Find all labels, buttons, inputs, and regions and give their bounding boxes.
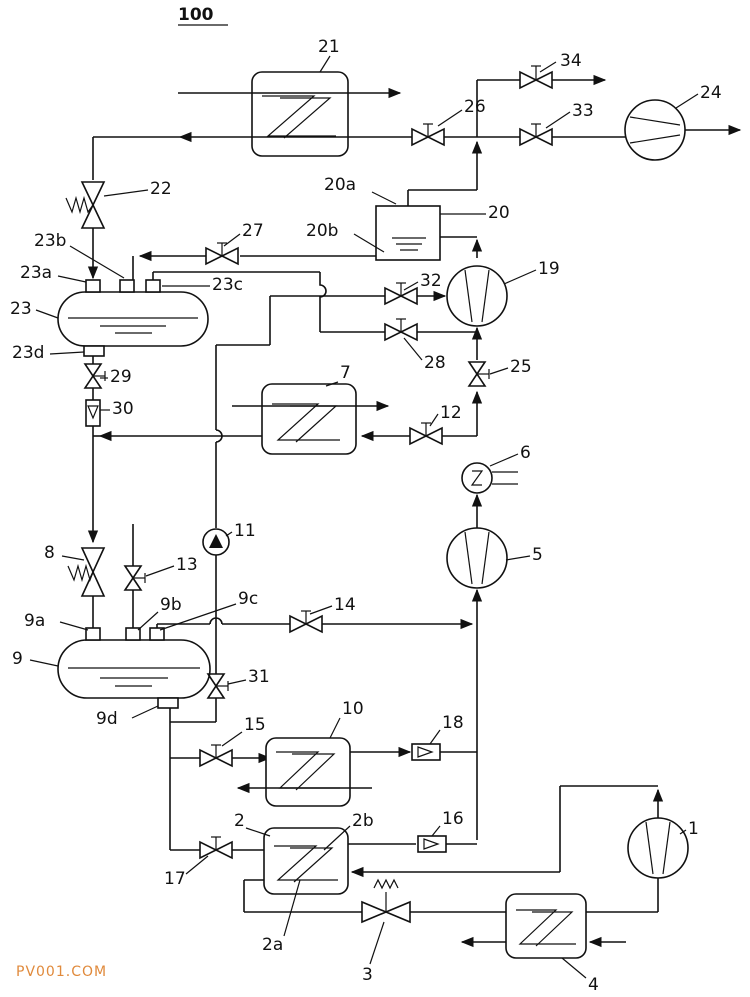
label-20b: 20b [306, 221, 338, 241]
label-15: 15 [244, 715, 266, 735]
labels: 21 34 26 33 24 22 20a 20 20b 27 23b 23a … [10, 37, 722, 995]
label-25: 25 [510, 357, 532, 377]
label-16: 16 [442, 809, 464, 829]
heat-exchanger-4 [505, 893, 587, 959]
valve-17 [199, 836, 233, 860]
label-1: 1 [688, 819, 699, 839]
label-33: 33 [572, 101, 594, 121]
label-12: 12 [440, 403, 462, 423]
label-23c: 23c [212, 275, 243, 295]
label-28: 28 [424, 353, 446, 373]
tank-20 [375, 205, 441, 261]
label-9c: 9c [238, 589, 258, 609]
label-32: 32 [420, 271, 442, 291]
compressor-1 [627, 817, 689, 879]
heat-exchanger-7 [261, 383, 357, 455]
valve-3 [361, 878, 411, 924]
vessel-23 [57, 279, 209, 357]
valve-8 [67, 547, 106, 597]
heat-exchanger-10 [265, 737, 351, 807]
valve-26 [411, 123, 445, 147]
compressor-24 [624, 99, 686, 161]
label-24: 24 [700, 83, 722, 103]
valve-31 [206, 673, 229, 699]
check-valve-16 [417, 835, 447, 853]
label-4: 4 [588, 975, 599, 995]
label-22: 22 [150, 179, 172, 199]
label-23d: 23d [12, 343, 44, 363]
label-23a: 23a [20, 263, 52, 283]
valve-28 [384, 318, 418, 342]
pump-11 [202, 528, 230, 556]
label-5: 5 [532, 545, 543, 565]
check-valve-30 [85, 399, 101, 427]
label-20a: 20a [324, 175, 356, 195]
label-21: 21 [318, 37, 340, 57]
label-20: 20 [488, 203, 510, 223]
label-34: 34 [560, 51, 582, 71]
label-6: 6 [520, 443, 531, 463]
label-9d: 9d [96, 709, 118, 729]
valve-13 [123, 565, 146, 591]
label-14: 14 [334, 595, 356, 615]
label-30: 30 [112, 399, 134, 419]
label-18: 18 [442, 713, 464, 733]
label-2a: 2a [262, 935, 283, 955]
valve-32 [384, 282, 418, 306]
heat-exchanger-2 [263, 827, 349, 895]
valve-22 [65, 181, 106, 229]
label-8: 8 [44, 543, 55, 563]
valve-15 [199, 744, 233, 768]
valve-34 [519, 65, 553, 90]
vessel-9 [57, 627, 211, 709]
watermark: PV001.COM [16, 964, 107, 980]
valve-27 [205, 242, 239, 266]
label-19: 19 [538, 259, 560, 279]
label-3: 3 [362, 965, 373, 985]
label-13: 13 [176, 555, 198, 575]
label-2: 2 [234, 811, 245, 831]
label-23: 23 [10, 299, 32, 319]
label-9a: 9a [24, 611, 45, 631]
label-10: 10 [342, 699, 364, 719]
compressor-19 [446, 265, 508, 327]
check-valve-18 [411, 743, 441, 761]
label-2b: 2b [352, 811, 374, 831]
label-31: 31 [248, 667, 270, 687]
valve-12 [409, 422, 443, 446]
label-9b: 9b [160, 595, 182, 615]
valve-25 [467, 361, 490, 387]
valve-29 [83, 363, 106, 389]
valve-14 [289, 610, 323, 634]
label-11: 11 [234, 521, 256, 541]
figure-number: 100 [178, 5, 214, 25]
label-29: 29 [110, 367, 132, 387]
label-26: 26 [464, 97, 486, 117]
heat-exchanger-21 [251, 71, 349, 157]
compressor-5 [446, 527, 508, 589]
label-27: 27 [242, 221, 264, 241]
label-9: 9 [12, 649, 23, 669]
label-17: 17 [164, 869, 186, 889]
label-7: 7 [340, 363, 351, 383]
heater-6 [461, 462, 518, 494]
label-23b: 23b [34, 231, 66, 251]
